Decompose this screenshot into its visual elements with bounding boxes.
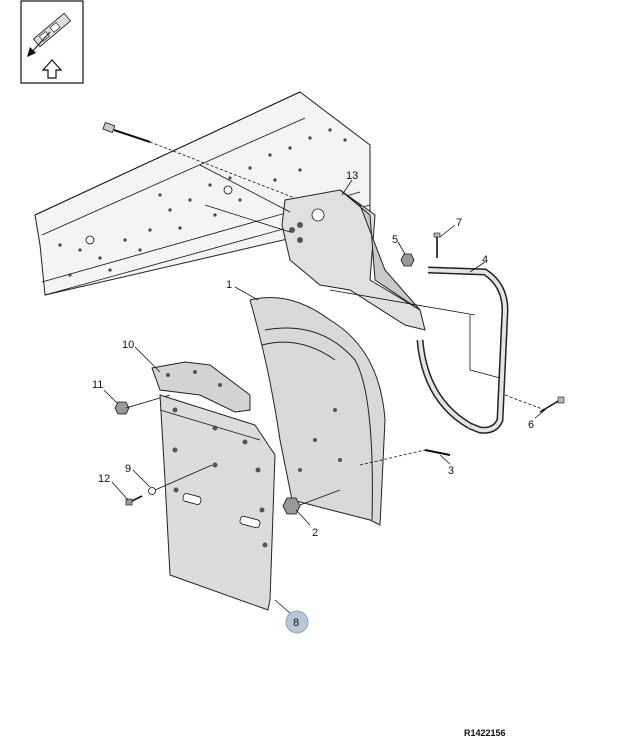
washer-part-9 xyxy=(148,464,213,495)
leader-lines xyxy=(103,179,546,614)
callout-12: 12 xyxy=(98,473,110,485)
nut-part-5 xyxy=(400,253,415,267)
reference-code: R1422156 xyxy=(464,728,506,738)
bolt-part-7 xyxy=(433,232,441,258)
nut-part-2 xyxy=(282,489,341,515)
mudguard-bracket xyxy=(199,164,426,331)
screw-part-6 xyxy=(504,394,565,413)
wheel-arch-panel-part-1 xyxy=(249,297,386,526)
callout-6: 6 xyxy=(528,419,534,431)
mud-flap-part-8 xyxy=(159,394,276,611)
callout-8: 8 xyxy=(293,617,299,629)
highlight-badge: 8 xyxy=(285,610,309,634)
screw-part-12 xyxy=(125,495,143,506)
callout-10: 10 xyxy=(122,339,134,351)
callout-13: 13 xyxy=(346,170,358,182)
callout-3: 3 xyxy=(448,465,454,477)
callout-9: 9 xyxy=(125,463,131,475)
view-orientation-icon xyxy=(20,0,84,84)
rod-part-3 xyxy=(359,449,451,466)
arrow-up-icon xyxy=(41,59,63,79)
callout-4: 4 xyxy=(482,254,488,266)
callout-labels: 1 2 3 4 5 6 7 8 9 10 11 12 13 xyxy=(92,170,534,634)
frame-bolt xyxy=(102,121,301,201)
callout-5: 5 xyxy=(392,234,398,246)
callout-2: 2 xyxy=(312,527,318,539)
callout-1: 1 xyxy=(226,279,232,291)
upper-plate-part-10 xyxy=(151,361,251,413)
reinforcement-frame-part-4 xyxy=(329,266,509,434)
callout-11: 11 xyxy=(92,379,103,391)
callout-7: 7 xyxy=(456,217,462,229)
